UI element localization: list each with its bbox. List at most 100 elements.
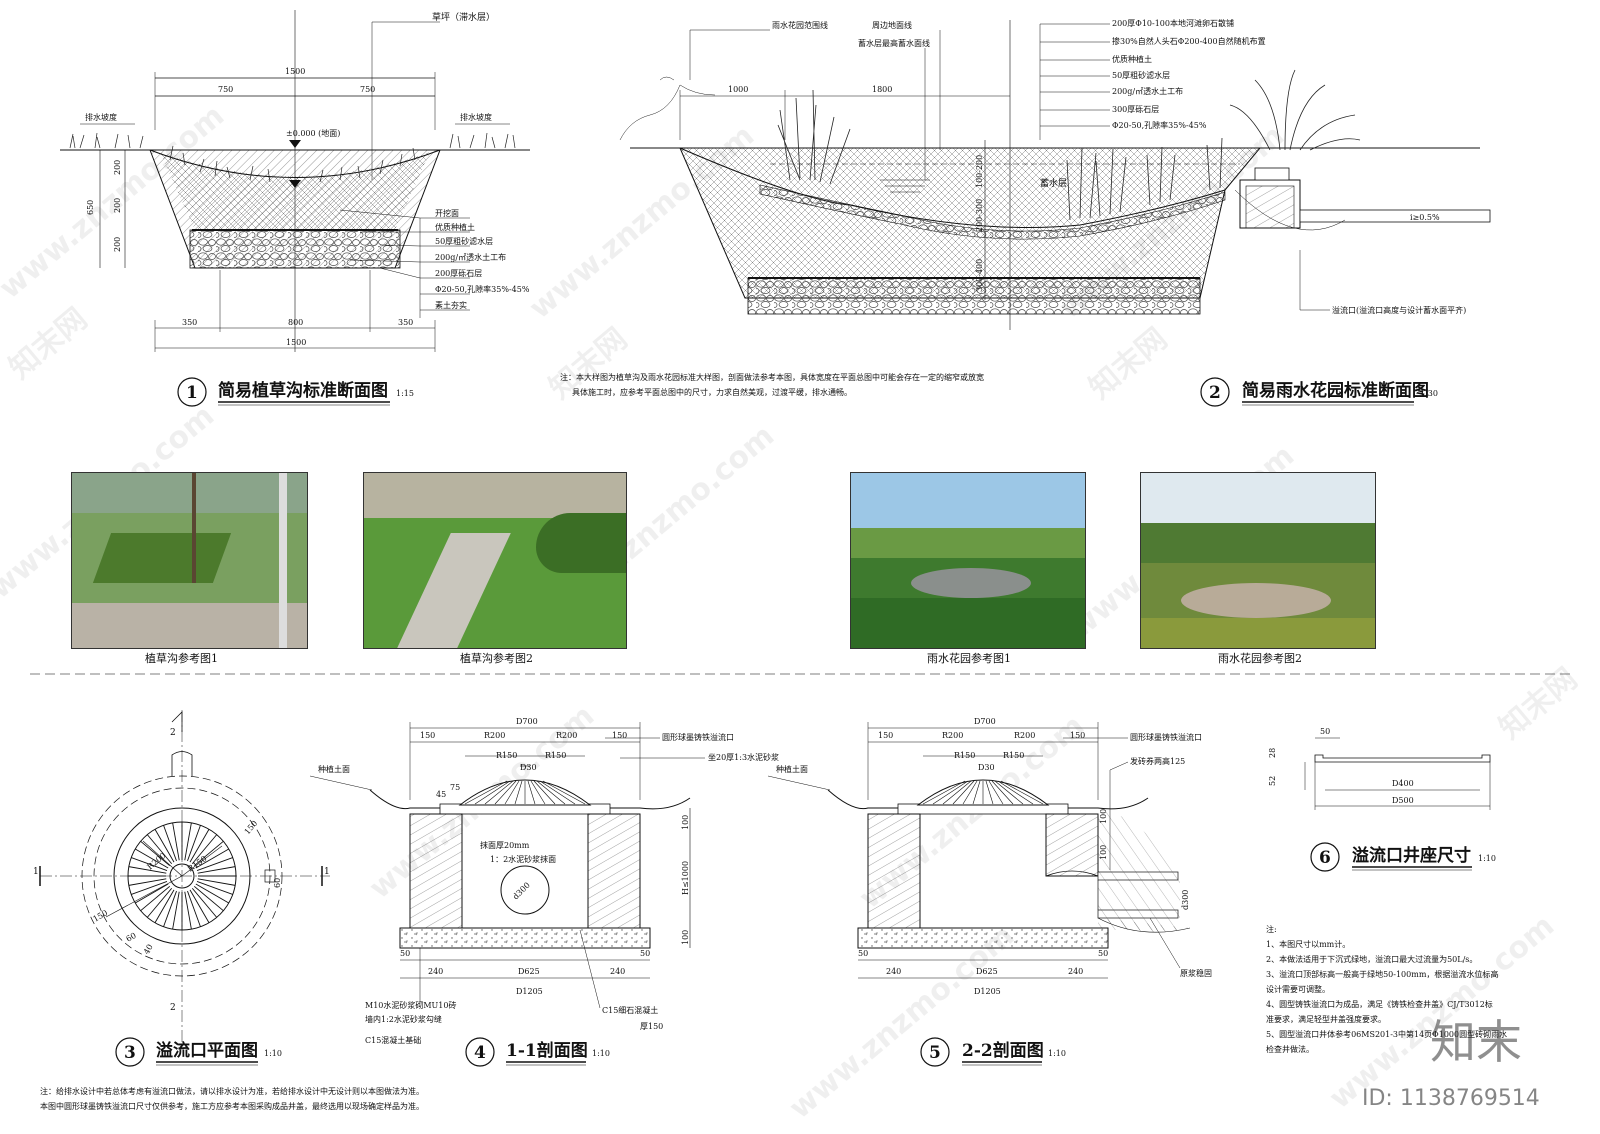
photo-4-trees — [1141, 523, 1375, 563]
brand-logo: 知末 — [1430, 1015, 1522, 1069]
dim-800: 800 — [288, 318, 303, 327]
photo-1-tree — [192, 473, 196, 583]
section-4-cut-1-1: D700 150 R200 R200 150 R150 R150 D30 45 … — [309, 717, 779, 1067]
section-1-title: 简易植草沟标准断面图 — [218, 380, 388, 401]
s4-plaster-label: 抹面厚20mm — [480, 840, 530, 850]
cut-mark-1-left: 1 — [33, 867, 39, 877]
note-r-2: 2、本做法适用于下沉式绿地，溢流口最大过流量为50L/s。 — [1266, 954, 1477, 964]
s4-d625: D625 — [518, 967, 540, 976]
s4-plaster-mix: 1：2水泥砂浆抹面 — [490, 854, 556, 864]
photo-1-planting — [92, 533, 232, 583]
s4-mortar-label: 坐20厚1:3水泥砂浆 — [708, 752, 779, 762]
s5-v100-a: 100 — [1099, 809, 1108, 824]
photo-2-shrubs — [536, 513, 626, 573]
plan-60-b: 60 — [125, 931, 138, 944]
section-4-number: 4 — [474, 1043, 486, 1063]
grass-layer-label: 草坪（滞水层） — [432, 11, 495, 23]
note-r-0: 注: — [1266, 924, 1277, 934]
svg-text:知末网: 知末网 — [3, 301, 94, 386]
seat-d500: D500 — [1392, 796, 1414, 805]
dim-650: 650 — [86, 200, 95, 215]
s5-50-left: 50 — [858, 949, 868, 958]
s4-240-right: 240 — [610, 967, 625, 976]
s5-v100-b: 100 — [1099, 845, 1108, 860]
layer2-gravel-spec: Φ20-50,孔隙率35%-45% — [1112, 120, 1207, 130]
layer-geotextile: 200g/㎡透水土工布 — [435, 252, 506, 262]
photo-1-sky — [72, 473, 307, 513]
s5-r150-left: R150 — [954, 751, 975, 760]
svg-text:知末网: 知末网 — [1083, 321, 1174, 406]
section-4-title: 1-1剖面图 — [506, 1040, 588, 1061]
section-6-scale: 1:10 — [1478, 854, 1496, 863]
section-4-scale: 1:10 — [592, 1049, 610, 1058]
note-bottom-2: 本图中圆形球墨铸铁溢流口尺寸仅供参考，施工方应参考本图采购成品井盖，最终选用以现… — [40, 1101, 424, 1111]
plan-60-a: 60 — [273, 878, 282, 888]
s4-150-left: 150 — [420, 731, 435, 740]
slope-left-label: 排水坡度 — [85, 112, 117, 122]
cut-mark-1-right: 1 — [324, 867, 330, 877]
seat-50: 50 — [1320, 727, 1330, 736]
garden-boundary-label: 雨水花园范围线 — [772, 20, 828, 30]
dim-750-right: 750 — [360, 85, 375, 94]
s4-r200-left: R200 — [484, 731, 505, 740]
photo-3-pebbles — [911, 568, 1031, 598]
s4-fine-concrete: C15细石混凝土 — [602, 1005, 658, 1015]
section-3-overflow-plan: 2 2 1 1 R200 R150 150 150 60 60 40 3 溢流口… — [33, 710, 330, 1067]
section-2-rain-garden: 1000 1800 雨水花园范围线 周边地面线 蓄水层最高蓄水面线 — [619, 18, 1491, 407]
reference-photo-rain-garden-1 — [850, 472, 1086, 649]
section-3-title: 溢流口平面图 — [156, 1040, 258, 1061]
s4-d30: D30 — [520, 763, 537, 772]
layer2-soil: 优质种植土 — [1112, 54, 1152, 64]
seat-28: 28 — [1268, 748, 1277, 758]
s5-50-right: 50 — [1098, 949, 1108, 958]
layer-excavation: 开挖面 — [435, 208, 459, 218]
storage-layer-label: 蓄水层 — [1040, 177, 1067, 189]
note-bottom-1: 注：给排水设计中若总体考虑有溢流口做法，请以排水设计为准，若给排水设计中无设计则… — [40, 1086, 424, 1096]
section-5-scale: 1:10 — [1048, 1049, 1066, 1058]
photo-1-pavement — [72, 603, 307, 648]
s4-d700: D700 — [516, 717, 538, 726]
mid-note-line-2: 具体施工时，应参考平面总图中的尺寸，力求自然美观，过渡平缓，排水通畅。 — [572, 387, 852, 397]
s4-brick-label: M10水泥砂浆砌MU10砖 — [365, 1000, 456, 1010]
section-6-number: 6 — [1319, 848, 1331, 868]
note-r-3: 3、溢流口顶部标高一般高于绿地50-100mm，根据溢流水位标高 — [1266, 969, 1498, 979]
reference-photo-swale-1 — [71, 472, 308, 649]
s5-150-left: 150 — [878, 731, 893, 740]
note-r-6: 准要求，满足轻型井盖强度要求。 — [1266, 1014, 1386, 1024]
vdim-300-400: 300-400 — [975, 259, 984, 292]
photo-caption-2: 植草沟参考图2 — [460, 651, 533, 665]
s5-240-left: 240 — [886, 967, 901, 976]
s5-d1205: D1205 — [974, 987, 1001, 996]
s4-ground-label: 种植土面 — [318, 764, 350, 774]
section-5-number: 5 — [929, 1043, 941, 1063]
pipe-slope-label: i≥0.5% — [1410, 213, 1440, 222]
photo-3-lawn — [851, 528, 1085, 558]
section-6-seat-dimensions: 50 28 52 D400 D500 6 溢流口井座尺寸 1:10 — [1268, 727, 1496, 872]
s5-r200-left: R200 — [942, 731, 963, 740]
s4-h1000: H≤1000 — [681, 861, 690, 895]
overflow-label: 溢流口(溢流口高度与设计蓄水面平齐) — [1332, 305, 1466, 315]
s5-fix-label: 原浆稳固 — [1180, 968, 1212, 978]
cut-mark-2-top: 2 — [170, 728, 176, 738]
s5-150-right: 150 — [1070, 731, 1085, 740]
s4-v100-bottom: 100 — [681, 930, 690, 945]
s4-50-right: 50 — [640, 949, 650, 958]
svg-text:www.znzmo.com: www.znzmo.com — [1323, 908, 1561, 1116]
section-2-number: 2 — [1209, 383, 1221, 403]
dim-1800: 1800 — [872, 85, 892, 94]
s5-ground-label: 种植土面 — [776, 764, 808, 774]
ground-line-label: 周边地面线 — [872, 20, 912, 30]
plan-40: 40 — [142, 943, 155, 956]
note-r-7: 5、圆型溢流口井体参考06MS201-3中第14页Φ1000圆型砖砌雨水 — [1266, 1029, 1507, 1039]
section-5-title: 2-2剖面图 — [962, 1040, 1044, 1061]
max-water-line-label: 蓄水层最高蓄水面线 — [858, 38, 930, 48]
brand-id: ID: 1138769514 — [1362, 1086, 1540, 1111]
s5-r150-right: R150 — [1003, 751, 1024, 760]
s5-240-right: 240 — [1068, 967, 1083, 976]
layer-gravel: 200厚砾石层 — [435, 268, 482, 278]
dim-200-c: 200 — [113, 237, 122, 252]
layer-sand: 50厚粗砂滤水层 — [435, 236, 493, 246]
note-r-8: 检查井做法。 — [1266, 1044, 1314, 1054]
section-1-scale: 1:15 — [396, 389, 414, 398]
dim-350-left: 350 — [182, 318, 197, 327]
